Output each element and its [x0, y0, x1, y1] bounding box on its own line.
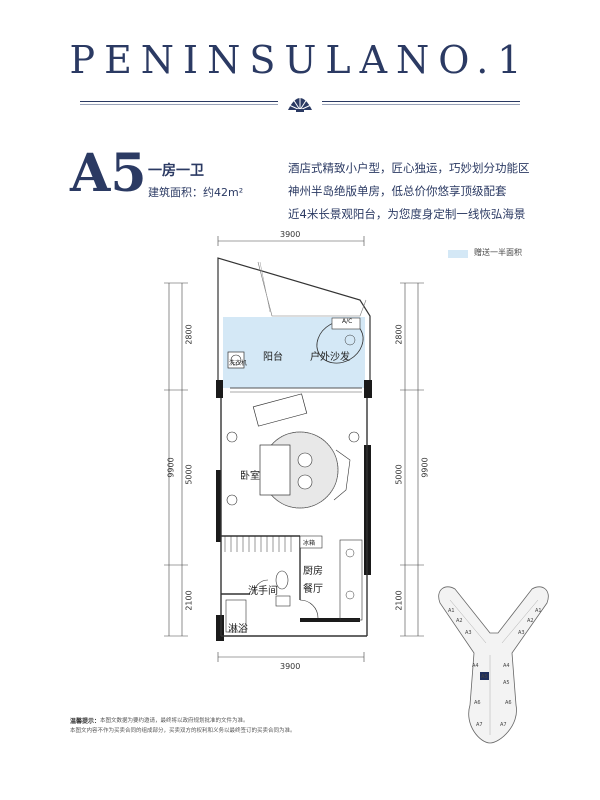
key-label-a1-left: A1	[448, 608, 455, 614]
legend-label: 赠送一半面积	[474, 248, 522, 257]
note-line-1: 本图文数据为要约邀请，最终将以政府规划批准的文件为准。	[100, 718, 249, 724]
dim-left-total: 9900	[166, 457, 176, 478]
key-label-a7-right: A7	[500, 722, 507, 728]
header-rule-right-thin	[322, 104, 520, 105]
feature-line-3: 近4米长景观阳台，为您度身定制一线恢弘海景	[288, 207, 526, 221]
brand-title: PENINSULANO.1	[69, 38, 531, 82]
header-rule-right	[322, 101, 520, 102]
key-label-a3-right: A3	[518, 630, 525, 636]
feature-line-2: 神州半岛绝版单房，低总价你悠享顶级配套	[288, 184, 507, 198]
unit-area: 建筑面积：约42m²	[148, 186, 244, 199]
room-bedroom: 卧室	[240, 471, 260, 482]
room-dining: 餐厅	[303, 584, 323, 595]
room-balcony: 阳台	[263, 352, 283, 363]
dim-right-2: 5000	[394, 464, 404, 485]
room-shower: 淋浴	[228, 624, 248, 635]
unit-code: A5	[70, 143, 147, 204]
key-label-a3-left: A3	[465, 630, 472, 636]
label-fridge: 冰箱	[303, 540, 316, 547]
room-kitchen: 厨房	[303, 566, 323, 577]
feature-line-1: 酒店式精致小户型，匠心独运，巧妙划分功能区	[288, 161, 530, 175]
shell-logo-icon	[288, 96, 312, 112]
dim-right-3: 2100	[394, 590, 404, 611]
label-laundry: 洗衣机	[229, 360, 248, 367]
key-label-a5-left: A5	[481, 674, 488, 680]
note-title: 温馨提示：	[70, 718, 101, 725]
dim-left-2: 5000	[184, 464, 194, 485]
key-label-a2-left: A2	[456, 618, 463, 624]
key-label-a2-right: A2	[527, 618, 534, 624]
key-label-a4-right: A4	[503, 663, 510, 669]
key-label-a6-right: A6	[505, 700, 512, 706]
key-label-a7-left: A7	[476, 722, 483, 728]
key-plan	[438, 586, 549, 744]
key-label-a5-right: A5	[503, 680, 510, 686]
legend-swatch	[448, 250, 468, 258]
room-washroom: 洗手间	[248, 586, 278, 597]
key-label-a4-left: A4	[472, 663, 479, 669]
dim-bottom-width: 3900	[280, 662, 301, 671]
key-label-a6-left: A6	[474, 700, 481, 706]
unit-type: 一房一卫	[148, 163, 204, 179]
key-label-a1-right: A1	[535, 608, 542, 614]
label-ac: A/C	[342, 318, 353, 325]
dim-left-1: 2800	[184, 324, 194, 345]
dim-right-total: 9900	[420, 457, 430, 478]
dim-right-1: 2800	[394, 324, 404, 345]
header-rule-left-thin	[80, 104, 278, 105]
room-outdoor-sofa: 户外沙发	[310, 352, 350, 363]
dim-top-width: 3900	[280, 230, 301, 239]
header-rule-left	[80, 101, 278, 102]
note-line-2: 本图文内容不作为买卖合同的组成部分，买卖双方的权利和义务以最终签订的买卖合同为准…	[70, 728, 296, 734]
dim-left-3: 2100	[184, 590, 194, 611]
